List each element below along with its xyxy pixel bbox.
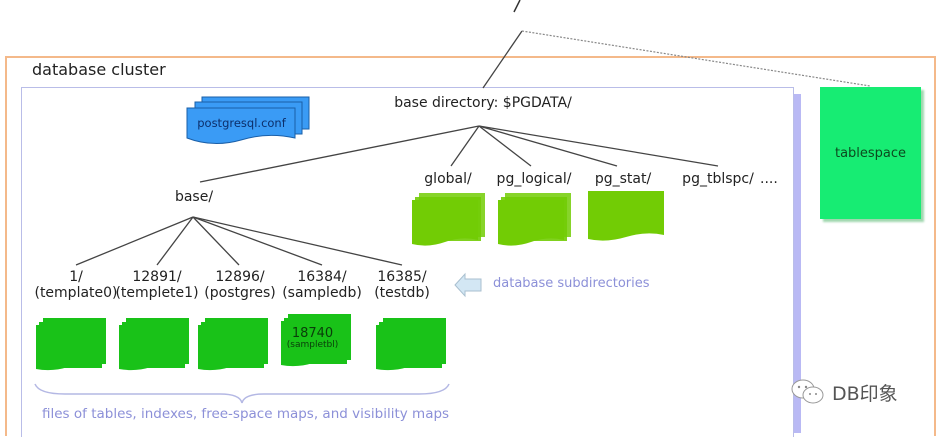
tablespace-box: tablespace: [820, 87, 921, 219]
db-name: (postgres): [204, 285, 276, 302]
base-directory-box: [21, 87, 794, 437]
root-to-base-dir-line: [482, 30, 523, 89]
pg-logical-files: [498, 193, 571, 246]
db-name: (sampledb): [282, 285, 362, 302]
root-slash: [513, 0, 521, 13]
postgresql-conf-file: [186, 96, 310, 144]
db-files-testdb: [376, 318, 446, 371]
database-subdirectories-note: database subdirectories: [493, 276, 650, 291]
db-files-template0: [36, 318, 106, 371]
base-directory-label: base directory: $PGDATA/: [394, 95, 572, 111]
database-cluster-box: [5, 56, 936, 436]
sample-table-file: 18740 (sampletbl): [281, 327, 344, 350]
global-files: [412, 193, 485, 246]
db-label-postgres: 12896/ (postgres): [204, 269, 275, 301]
base-dir-label: base/: [174, 189, 214, 205]
db-oid: 12891/: [132, 269, 182, 285]
db-oid: 12896/: [215, 269, 265, 285]
subdir-pg-logical: pg_logical/: [496, 171, 572, 187]
subdir-pg-stat: pg_stat/: [594, 171, 652, 187]
files-note: files of tables, indexes, free-space map…: [42, 406, 450, 422]
db-oid: 1/: [69, 269, 83, 285]
db-oid: 16385/: [377, 269, 427, 285]
pg-stat-files: [588, 191, 664, 241]
tablespace-label: tablespace: [834, 145, 907, 161]
subdir-pg-tblspc: pg_tblspc/: [682, 171, 754, 187]
cluster-title: database cluster: [32, 60, 166, 79]
left-arrow-icon: [454, 272, 482, 298]
curly-brace: [34, 383, 450, 404]
db-label-template0: 1/ (template0): [34, 269, 117, 301]
db-label-testdb: 16385/ (testdb): [374, 269, 430, 301]
db-label-template1: 12891/ (templete1): [115, 269, 198, 301]
sample-file-oid: 18740: [291, 326, 334, 341]
db-files-template1: [119, 318, 189, 371]
subdir-ellipsis: ....: [760, 171, 778, 187]
watermark: DB印象: [790, 378, 898, 406]
db-name: (template0): [34, 285, 118, 302]
wechat-icon: [791, 379, 824, 404]
base-directory-box-shadow: [794, 94, 801, 433]
subdir-global: global/: [424, 171, 472, 187]
db-files-sampledb: [281, 314, 351, 367]
db-name: (templete1): [115, 285, 199, 302]
db-files-postgres: [198, 318, 268, 371]
db-oid: 16384/: [297, 269, 347, 285]
root-to-tablespace-line: [521, 30, 871, 87]
db-name: (testdb): [374, 285, 430, 302]
base-dir-branches: [199, 125, 719, 183]
postgresql-conf-label: postgresql.conf: [197, 116, 286, 130]
sample-file-name: (sampletbl): [286, 339, 339, 350]
db-label-sampledb: 16384/ (sampledb): [282, 269, 362, 301]
base-branches: [75, 216, 403, 266]
watermark-text: DB印象: [832, 382, 898, 405]
